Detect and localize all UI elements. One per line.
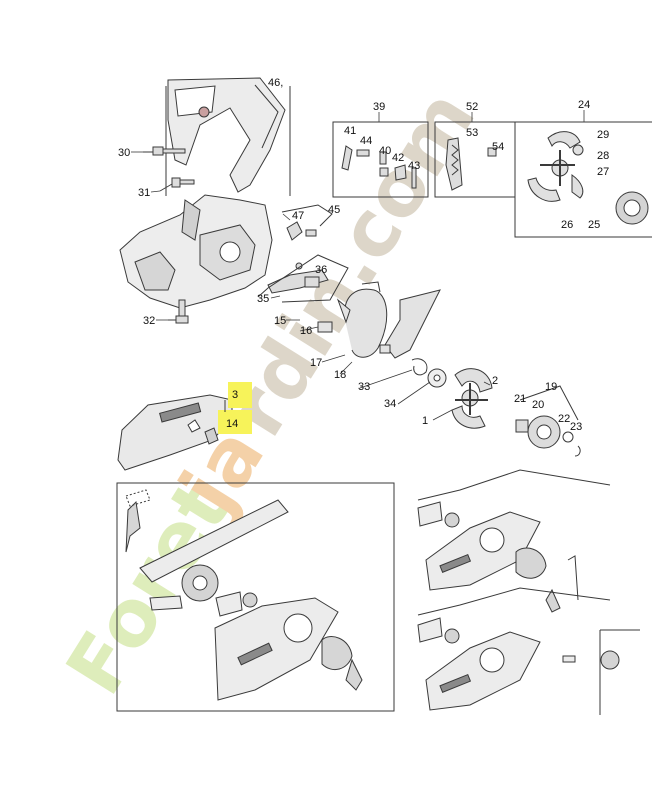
part-label-20: 20 (532, 399, 544, 411)
part-label-32: 32 (143, 315, 155, 327)
handle-guard-drawing (167, 77, 286, 193)
part-label-28: 28 (597, 150, 609, 162)
part-label-52: 52 (466, 101, 478, 113)
box-24-group (514, 121, 652, 238)
bolt-31-drawing (159, 177, 195, 192)
bar-chain-frame (116, 482, 395, 712)
engine-housing-drawing (119, 194, 273, 309)
part-label-34: 34 (384, 398, 396, 410)
part-label-17: 17 (310, 357, 322, 369)
part-label-47: 47 (292, 210, 304, 222)
highlight-label-14 (218, 410, 252, 434)
part-label-15: 15 (274, 315, 286, 327)
part-label-22: 22 (558, 413, 570, 425)
part-label-19: 19 (545, 381, 557, 393)
part-label-46: 46, (268, 77, 283, 89)
box-24-frame (514, 121, 652, 238)
part-label-39: 39 (373, 101, 385, 113)
brake-band-drawing (317, 281, 441, 359)
bolt-32-drawing (168, 299, 189, 324)
bar-chain-box (116, 482, 395, 712)
part-label-23: 23 (570, 421, 582, 433)
bolt-30-drawing (143, 146, 186, 156)
part-label-44: 44 (360, 135, 372, 147)
part-label-24: 24 (578, 99, 590, 111)
part-label-54: 54 (492, 141, 504, 153)
part-label-43: 43 (408, 160, 420, 172)
part-label-1: 1 (422, 415, 428, 427)
part-label-26: 26 (561, 219, 573, 231)
sprocket-group-drawing (515, 385, 581, 457)
side-cover-drawing (117, 394, 233, 471)
part-label-31: 31 (138, 187, 150, 199)
highlight-label-3 (228, 382, 252, 408)
part-label-42: 42 (392, 152, 404, 164)
part-label-53: 53 (466, 127, 478, 139)
variant-upper-drawing (417, 469, 611, 613)
part-label-21: 21 (514, 393, 526, 405)
variant-lower-drawing (417, 587, 640, 715)
part-label-29: 29 (597, 129, 609, 141)
part-label-25: 25 (588, 219, 600, 231)
part-label-27: 27 (597, 166, 609, 178)
part-label-45: 45 (328, 204, 340, 216)
box-39-frame (332, 121, 429, 198)
box-39-group (332, 121, 429, 198)
part-label-40: 40 (379, 145, 391, 157)
part-label-2: 2 (492, 375, 498, 387)
oil-pump-group-drawing (281, 204, 333, 241)
part-label-16: 16 (300, 325, 312, 337)
part-label-33: 33 (358, 381, 370, 393)
clutch-group-drawing (411, 358, 493, 429)
part-label-3: 3 (232, 389, 238, 401)
part-number-labels: 30 31 32 46, 39 41 44 40 42 43 52 53 54 … (118, 77, 609, 433)
brake-group-36-drawing (257, 254, 349, 303)
part-label-18: 18 (334, 369, 346, 381)
leader-lines (131, 110, 585, 421)
part-label-35: 35 (257, 293, 269, 305)
part-label-36: 36 (315, 264, 327, 276)
part-label-41: 41 (344, 125, 356, 137)
part-label-14: 14 (226, 418, 238, 430)
part-label-30: 30 (118, 147, 130, 159)
